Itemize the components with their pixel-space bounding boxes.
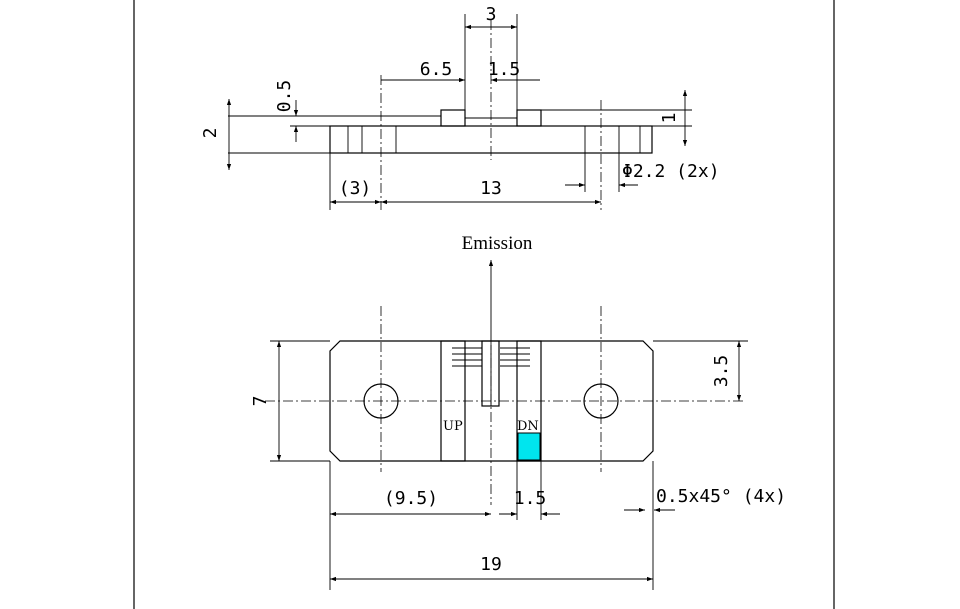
dim-2: 2 bbox=[200, 128, 221, 139]
emission-label: Emission bbox=[462, 233, 533, 254]
dim-0-5: 0.5 bbox=[274, 80, 295, 113]
chip-left-side bbox=[440, 109, 466, 127]
up-chip bbox=[440, 340, 466, 462]
fine-lines bbox=[452, 347, 530, 367]
dim-3-5: 3.5 bbox=[711, 355, 732, 388]
dim-1-5-bottom: 1.5 bbox=[514, 488, 547, 509]
top-view: 3 6.5 1.5 0.5 2 1 Φ2.2 (2x) (3) 13 bbox=[200, 4, 720, 210]
dim-7: 7 bbox=[250, 396, 271, 407]
dim-1-5-top: 1.5 bbox=[488, 59, 521, 80]
dim-19: 19 bbox=[480, 554, 502, 575]
mounting-hole-left bbox=[363, 383, 399, 419]
dim-3: 3 bbox=[486, 4, 497, 25]
dim-paren-3: (3) bbox=[339, 178, 372, 199]
dim-chamfer: 0.5x45° (4x) bbox=[656, 486, 786, 507]
base-plate-front bbox=[329, 340, 654, 462]
dim-9-5: (9.5) bbox=[384, 488, 438, 509]
dn-pad bbox=[517, 432, 541, 461]
dn-chip bbox=[516, 340, 542, 462]
base-plate-side bbox=[329, 125, 653, 154]
front-view: Emission UP DN bbox=[250, 233, 786, 590]
drawing-frame bbox=[133, 0, 835, 609]
chip-right-side bbox=[516, 109, 542, 127]
dim-phi-2-2: Φ2.2 (2x) bbox=[622, 161, 720, 182]
dn-label: DN bbox=[517, 419, 539, 434]
dim-13: 13 bbox=[480, 178, 502, 199]
up-label: UP bbox=[443, 419, 463, 434]
mounting-hole-right bbox=[583, 383, 619, 419]
dim-6-5: 6.5 bbox=[420, 59, 453, 80]
dim-1: 1 bbox=[659, 113, 680, 124]
center-strip bbox=[481, 340, 500, 407]
